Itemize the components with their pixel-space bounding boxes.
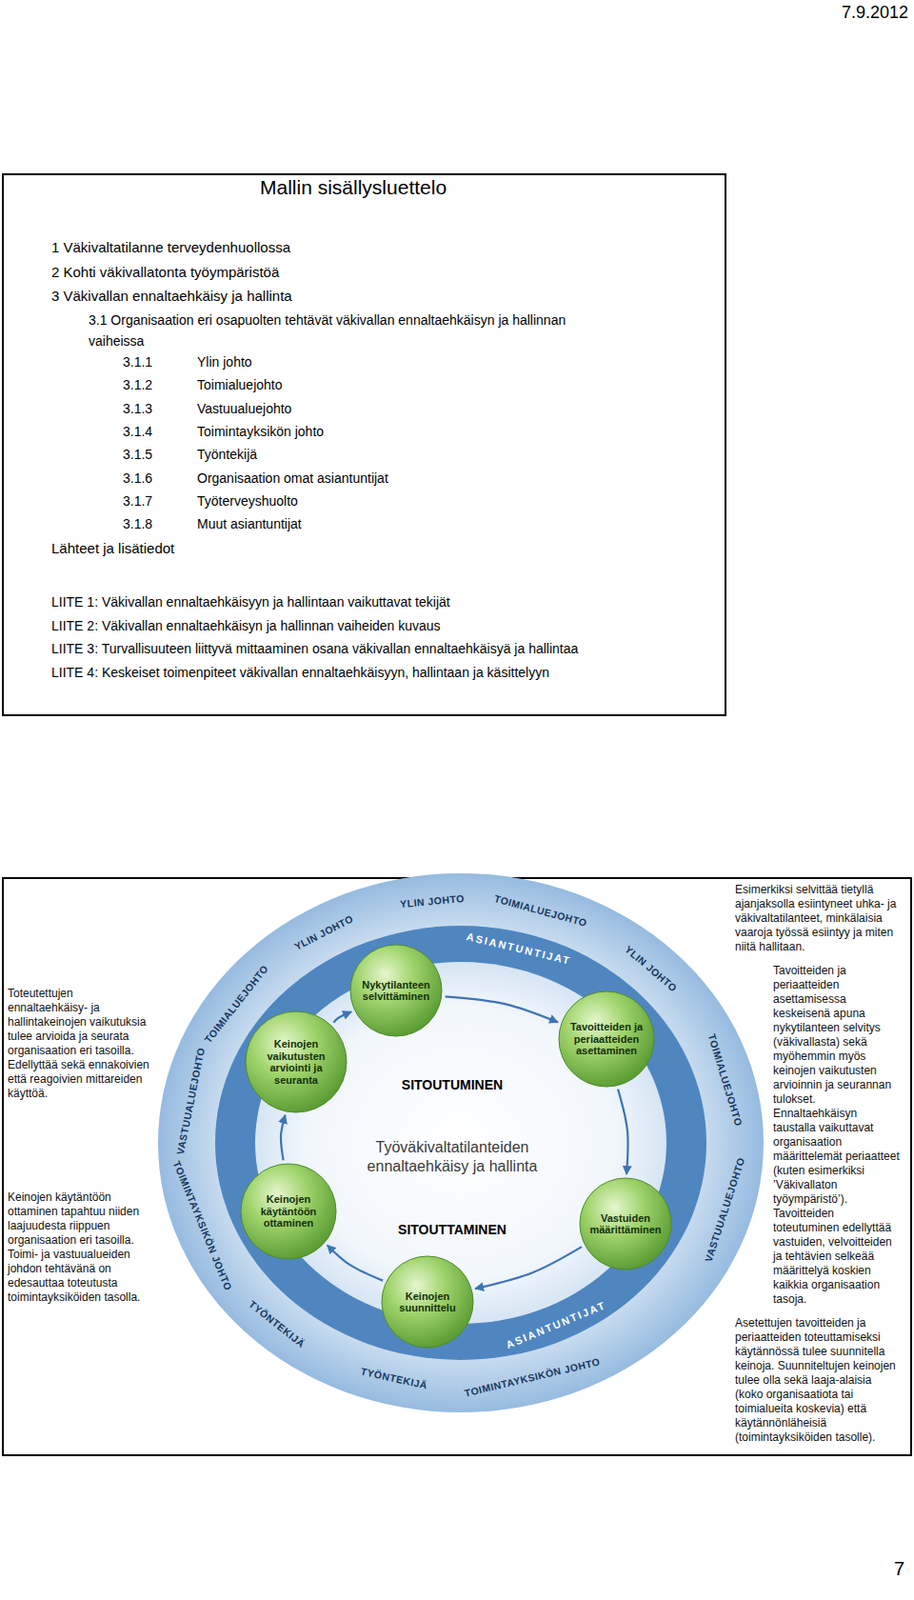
step-label: Keinojen suunnittelu: [387, 1290, 468, 1314]
slide-frame: SITOUTUMINEN Työväkivaltatilanteiden enna…: [1, 876, 913, 1456]
toc-entry: 3 Väkivallan ennaltaehkäisy ja hallinta: [51, 286, 293, 305]
toc-entry: 3.1.8: [122, 515, 153, 533]
note-text: Esimerkiksi selvittää tietyllä ajanjakso…: [735, 882, 903, 954]
toc-entry: 3.1.7: [122, 492, 153, 510]
toc-entry: 3.1.2: [122, 376, 153, 394]
slide-frame: Mallin sisällysluettelo 1 Väkivaltatilann…: [1, 173, 727, 716]
note-text: Keinojen käytäntöön ottaminen tapahtuu n…: [7, 1190, 151, 1305]
step-label: Keinojen käytäntöön ottaminen: [248, 1192, 329, 1230]
toc-entry: 2 Kohti väkivallatonta työympäristöä: [51, 262, 279, 281]
step-label: Nykytilanteen selvittäminen: [356, 978, 437, 1003]
slide-title: Mallin sisällysluettelo: [259, 175, 447, 199]
toc-entry: 3.1.6: [122, 469, 153, 487]
circle-fill: [350, 944, 442, 1036]
circle-fill: [558, 991, 655, 1087]
toc-entry: LIITE 4: Keskeiset toimenpiteet väkivall…: [51, 663, 550, 681]
process-circle: Nykytilanteen selvittäminen: [349, 943, 443, 1037]
page-number: 7: [894, 1557, 905, 1580]
toc-entry: Lähteet ja lisätiedot: [51, 538, 175, 557]
step-label: Tavoitteiden ja periaatteiden asettamine…: [566, 1020, 647, 1057]
step-label: Vastuiden määrittäminen: [585, 1212, 666, 1236]
circle-fill: [381, 1255, 474, 1348]
step-label: Keinojen vaikutusten arviointi ja seuran…: [256, 1037, 337, 1086]
toc-entry: 3.1 Organisaation eri osapuolten tehtävä…: [88, 309, 622, 352]
toc-entry: 1 Väkivaltatilanne terveydenhuollossa: [51, 238, 291, 257]
note-text: Toteutettujen ennaltaehkäisy- ja hallint…: [7, 986, 151, 1101]
toc-entry: 3.1.1: [122, 353, 153, 371]
band-fill: [215, 925, 707, 1360]
toc-entry: 3.1.4: [122, 422, 153, 440]
note-text: Tavoitteiden ja periaatteiden asettamise…: [773, 963, 903, 1307]
toc-entry: LIITE 2: Väkivallan ennaltaehkäisyn ja h…: [51, 616, 441, 635]
process-circle: Vastuiden määrittäminen: [578, 1176, 673, 1271]
process-circle: Keinojen suunnittelu: [380, 1254, 475, 1349]
expert-ring: SITOUTUMINEN Työväkivaltatilanteiden enna…: [215, 925, 707, 1360]
circle-fill: [245, 1011, 347, 1113]
toc-entry: Muut asiantuntijat: [197, 515, 302, 533]
diagram-title: Työväkivaltatilanteiden ennaltaehkäisy j…: [347, 1137, 557, 1176]
toc-entry: Organisaation omat asiantuntijat: [197, 469, 389, 487]
toc-entry: Ylin johto: [197, 353, 253, 371]
toc-entry: Vastuualuejohto: [197, 399, 292, 418]
commitment-label: SITOUTTAMINEN: [397, 1220, 507, 1238]
process-circle: Keinojen vaikutusten arviointi ja seuran…: [244, 1010, 348, 1113]
toc-entry: 3.1.3: [122, 399, 153, 418]
note-text: Asetettujen tavoitteiden ja periaatteide…: [735, 1315, 903, 1445]
level-ring: SITOUTUMINEN Työväkivaltatilanteiden enna…: [158, 873, 764, 1412]
circle-fill: [579, 1177, 672, 1270]
process-circle: Tavoitteiden ja periaatteiden asettamine…: [557, 990, 656, 1088]
toc-entry: 3.1.5: [122, 445, 153, 463]
toc-entry: Työntekijä: [197, 445, 258, 463]
toc-entry: Toimialuejohto: [197, 376, 283, 394]
page-date: 7.9.2012: [841, 2, 909, 23]
toc-entry: LIITE 1: Väkivallan ennaltaehkäisyyn ja …: [51, 593, 451, 611]
toc-entry: Työterveyshuolto: [197, 492, 299, 510]
ring-fill: [158, 873, 764, 1412]
center-label: SITOUTUMINEN Työväkivaltatilanteiden enna…: [347, 1075, 557, 1238]
commitment-label: SITOUTUMINEN: [401, 1075, 503, 1093]
toc-entry: Toimintayksikön johto: [197, 422, 324, 440]
circle-fill: [240, 1163, 337, 1259]
toc-entry: LIITE 3: Turvallisuuteen liittyvä mittaa…: [51, 639, 578, 657]
process-circle: Keinojen käytäntöön ottaminen: [239, 1162, 338, 1260]
